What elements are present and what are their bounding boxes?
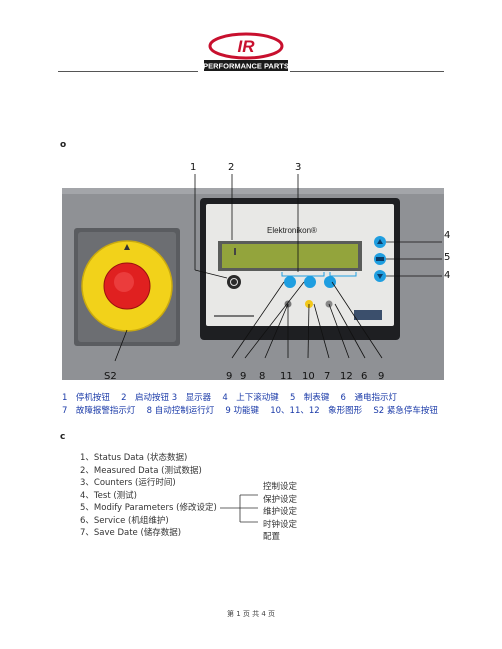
callout-1: 1 [190,162,197,173]
section1-bullet: o [60,140,67,150]
caption-line-1: 1 停机按钮 2 启动按钮 3 显示器 4 上下滚动键 5 制表键 6 通电指示… [62,393,397,403]
submenu-connector [220,490,260,530]
header-rule-right [290,71,444,72]
menu-list: 1、Status Data (状态数据) 2、Measured Data (测试… [80,452,250,540]
caption-line-2: 7 故障报警指示灯 8 自动控制运行灯 9 功能键 10、11、12 象形图形 … [62,406,438,416]
controller-panel-figure: Elektronikon® [62,158,444,380]
callout-4-bottom: 4 [444,270,451,281]
callout-7: 7 [324,371,331,382]
submenu-item: 维护设定 [263,507,298,517]
menu-item: 2、Measured Data (测试数据) [80,465,202,476]
callout-10: 10 [302,371,315,382]
svg-text:Elektronikon®: Elektronikon® [267,226,317,235]
callout-9-a: 9 [226,371,233,382]
callout-12: 12 [340,371,353,382]
callout-9-c: 9 [378,371,385,382]
menu-item: 7、Save Date (储存数据) [80,528,182,538]
submenu-item: 配置 [263,532,281,542]
callout-9-b: 9 [240,371,247,382]
logo: IR PERFORMANCE PARTS [200,30,292,72]
submenu-item: 时钟设定 [263,519,298,530]
callout-4-top: 4 [444,230,451,241]
callout-3: 3 [295,162,302,173]
submenu-item: 保护设定 [263,494,298,505]
header-rule-left [58,71,198,72]
svg-text:IR: IR [238,37,256,56]
menu-item: 5、Modify Parameters (修改设定) [80,503,217,513]
callout-8: 8 [259,371,266,382]
menu-item: 6、Service (机组维护) [80,515,169,526]
callout-5: 5 [444,252,451,263]
section2-bullet: c [60,432,66,442]
submenu-item: 控制设定 [263,482,298,492]
menu-item: 1、Status Data (状态数据) [80,453,188,463]
page-footer: 第 1 页 共 4 页 [226,610,276,618]
callout-2: 2 [228,162,235,173]
emergency-stop-label: S2 [104,371,117,382]
menu-item: 4、Test (测试) [80,490,137,501]
svg-text:PERFORMANCE PARTS: PERFORMANCE PARTS [203,62,289,71]
callout-6: 6 [361,371,368,382]
submenu-list: 控制设定 保护设定 维护设定 时钟设定 配置 [263,481,343,544]
callout-11: 11 [280,371,293,382]
menu-item: 3、Counters (运行时间) [80,478,176,488]
